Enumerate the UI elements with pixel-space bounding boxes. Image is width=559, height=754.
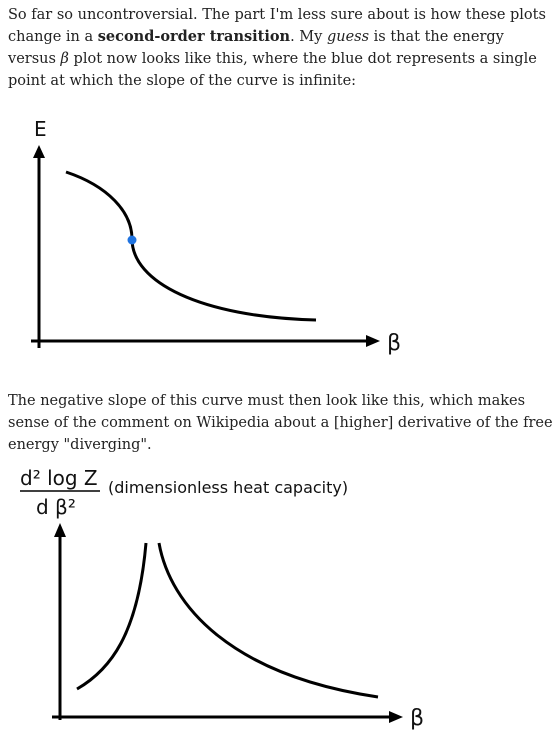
y-label-note: (dimensionless heat capacity) (108, 478, 348, 497)
heat-capacity-figure: d² log Z d β² (dimensionless heat capaci… (20, 466, 424, 731)
infinite-slope-dot (127, 235, 137, 245)
beta-symbol: β (60, 51, 69, 67)
y-label-numerator: d² log Z (20, 466, 98, 490)
paragraph-slope: The negative slope of this curve must th… (8, 390, 553, 456)
italic-word: guess (326, 29, 370, 45)
paragraph-intro: So far so uncontroversial. The part I'm … (8, 4, 553, 92)
curve-right-branch (157, 542, 379, 699)
y-axis-arrowhead (54, 523, 66, 537)
x-axis-label: β (410, 706, 424, 731)
x-axis-arrowhead (389, 711, 403, 723)
energy-curve (65, 170, 317, 322)
curve-left-branch (76, 542, 148, 691)
paragraph-text: . My (290, 29, 327, 45)
paragraph-text: The negative slope of this curve must th… (8, 393, 553, 453)
paragraph-text: is that the energy versus (8, 29, 504, 67)
x-axis-arrowhead (366, 335, 380, 347)
paragraph-text: plot now looks like this, where the blue… (8, 51, 537, 89)
y-axis-label: E (34, 117, 47, 141)
y-axis-arrowhead (33, 145, 45, 158)
energy-vs-beta-figure: E β (31, 117, 401, 356)
x-axis-label: β (387, 331, 401, 356)
bold-term: second-order transition (97, 28, 291, 45)
paragraph-text: So far so uncontroversial. The part I'm … (8, 7, 546, 45)
y-label-denominator: d β² (36, 495, 76, 519)
